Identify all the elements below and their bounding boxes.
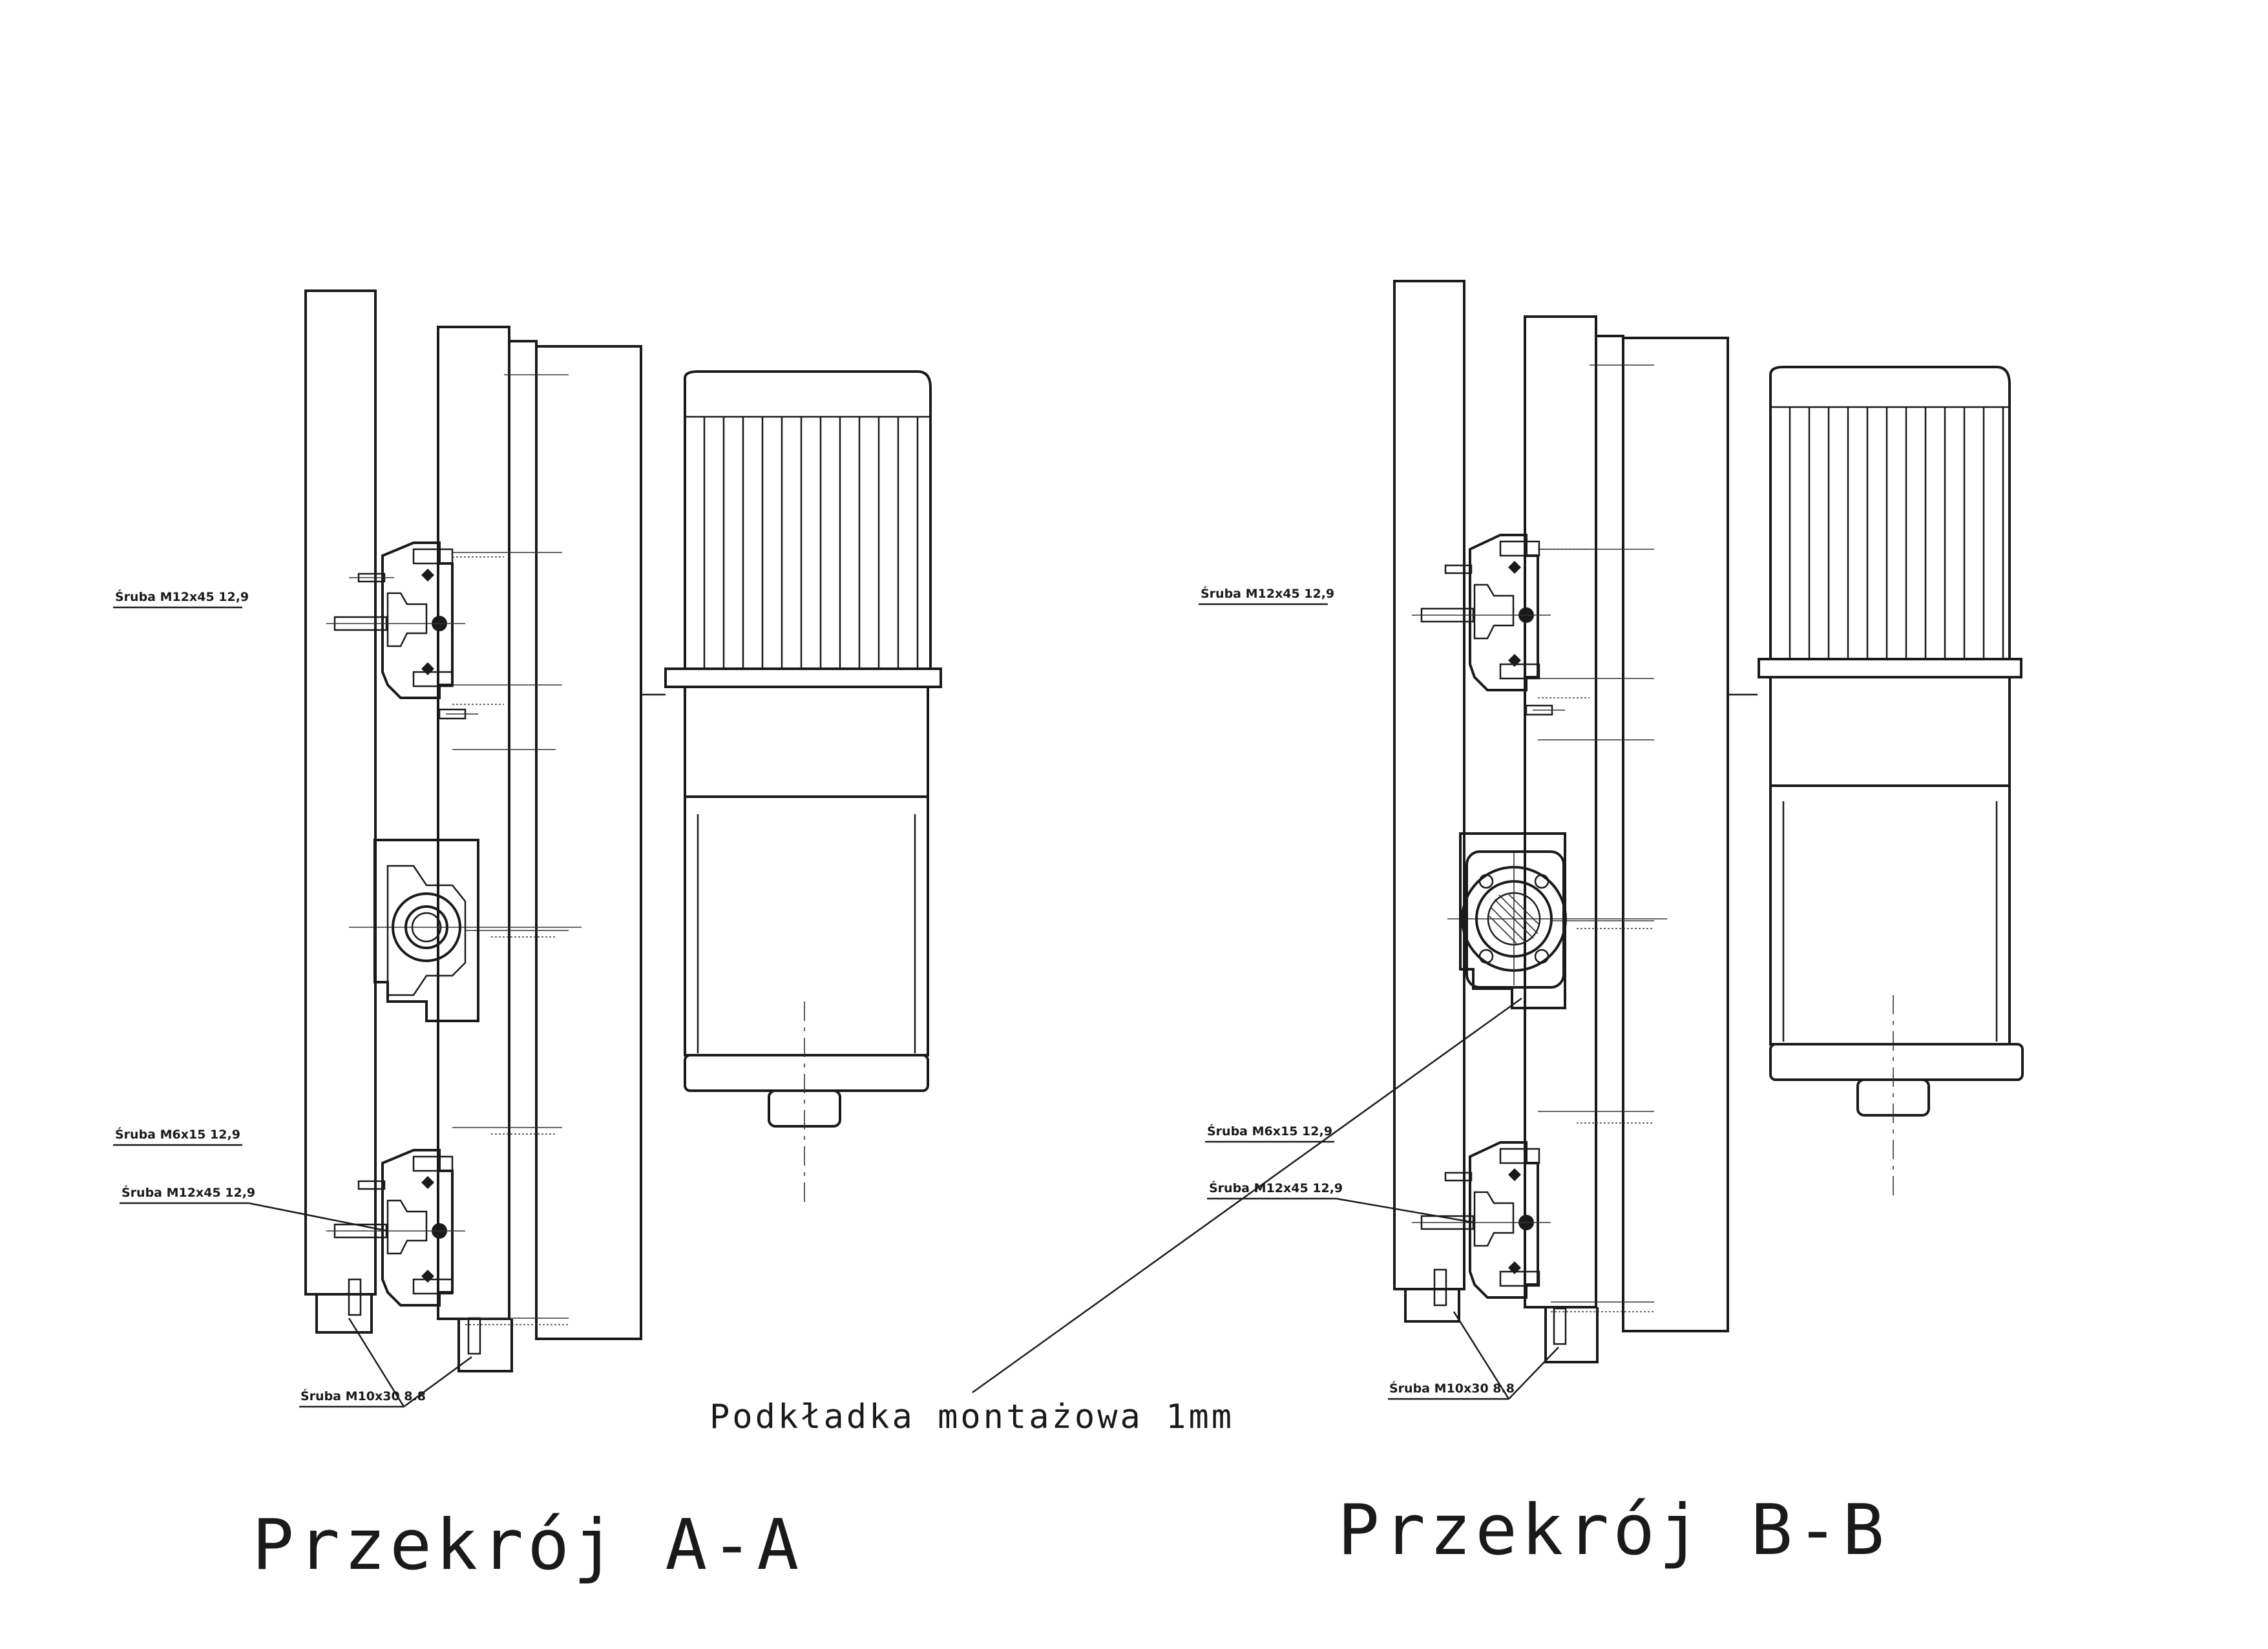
small-annotation-marks: [452, 556, 569, 1325]
carriage-foot: [1544, 1307, 1599, 1363]
bearing-block-flanged: [1459, 832, 1567, 1009]
column-foot: [1404, 1289, 1460, 1323]
callout-bolt-m10-a: Śruba M10x30 8.8: [300, 1388, 426, 1403]
motor-mount-plate: [1622, 337, 1729, 1332]
carriage-foot: [457, 1319, 513, 1372]
motor-a: [664, 370, 942, 1202]
spacer-strip: [1596, 335, 1624, 1325]
main-column: [1393, 280, 1465, 1290]
leader-lines-b: [1199, 603, 1559, 1400]
callout-bolt-top-b: Śruba M12x45 12,9: [1201, 585, 1334, 601]
callout-bolt-m6-b: Śruba M6x15 12,9: [1207, 1123, 1332, 1139]
spacer-strip: [509, 340, 538, 1332]
washer-note: Podkładka montażowa 1mm: [709, 1398, 1234, 1436]
callout-bolt-m6-a: Śruba M6x15 12,9: [115, 1126, 240, 1142]
callout-bolt-top-a: Śruba M12x45 12,9: [115, 589, 249, 604]
upper-slide-block: [326, 541, 478, 720]
motor-b: [1758, 366, 2024, 1202]
section-title-b: Przekrój B-B: [1338, 1490, 1888, 1571]
washer-leader-line: [972, 997, 1522, 1394]
section-b-b-drawing: [1199, 280, 2024, 1400]
bearing-block: [373, 839, 479, 1022]
callout-bolt-bottom-a: Śruba M12x45 12,9: [121, 1184, 255, 1200]
upper-slide-block: [1412, 534, 1565, 716]
callout-bolt-bottom-b: Śruba M12x45 12,9: [1209, 1180, 1343, 1195]
section-a-a-drawing: [113, 289, 942, 1408]
main-column: [304, 289, 377, 1296]
column-foot: [315, 1294, 373, 1334]
motor-mount-plate: [535, 345, 642, 1340]
lower-slide-block: [326, 1149, 481, 1355]
carriage-plate: [1524, 315, 1597, 1308]
section-title-a: Przekrój A-A: [252, 1505, 803, 1586]
lower-slide-block: [1412, 1141, 1567, 1345]
callout-bolt-m10-b: Śruba M10x30 8.8: [1389, 1380, 1515, 1396]
small-annotation-marks: [1538, 549, 1654, 1312]
leader-lines-a: [113, 606, 472, 1408]
